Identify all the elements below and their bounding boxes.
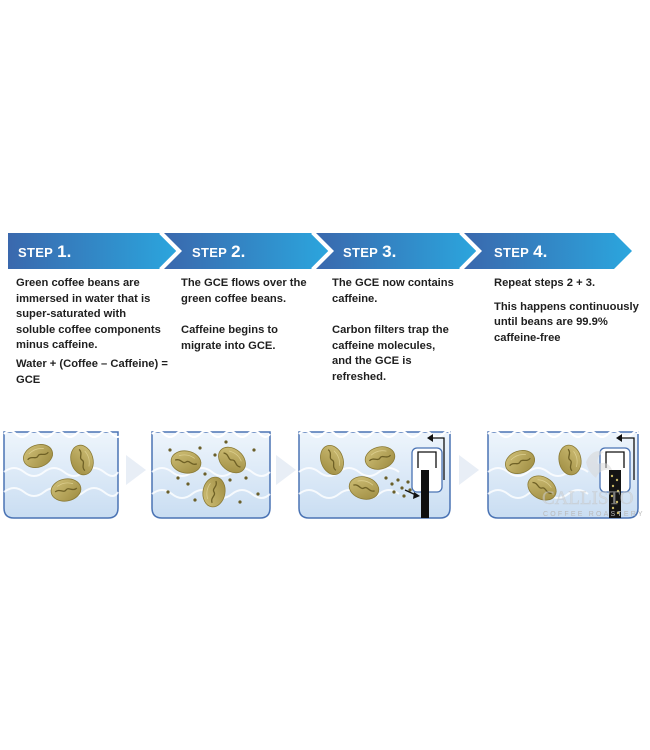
carbon-filter: [421, 470, 429, 518]
tank-2: [151, 430, 271, 519]
step-1-paragraph-1: Green coffee beans are immersed in water…: [16, 277, 161, 352]
tank-1: [3, 430, 123, 519]
carbon-filter: [609, 470, 621, 518]
step-3-word: STEP: [343, 245, 379, 260]
flow-arrow-icon: [427, 434, 433, 442]
tank-4: [487, 430, 639, 519]
logo-name: CALLISTO: [542, 488, 633, 509]
logo-tagline: COFFEE ROASTERY: [543, 511, 645, 518]
step-4-description: Repeat steps 2 + 3. This happens continu…: [494, 276, 644, 346]
step-2-chevron: [164, 233, 330, 269]
arrow-right-icon: [126, 455, 146, 485]
step-1-description: Green coffee beans are immersed in water…: [16, 276, 181, 388]
arrow-right-icon: [276, 455, 296, 485]
callisto-logo-watermark: CALLISTO: [542, 451, 634, 509]
process-illustration: CALLISTO: [3, 430, 639, 519]
step-3-paragraph-1: The GCE now contains caffeine.: [332, 277, 454, 305]
step-4-chevron: [464, 233, 632, 269]
step-1-number: 1.: [57, 242, 72, 261]
flow-arrow-icon: [616, 434, 622, 442]
trapped-caffeine-particles: [610, 474, 620, 515]
step-1-word: STEP: [18, 245, 54, 260]
arrow-right-icon: [459, 455, 479, 485]
step-2-description: The GCE flows over the green coffee bean…: [181, 276, 321, 354]
step-2-paragraph-1: The GCE flows over the green coffee bean…: [181, 277, 307, 305]
step-2-paragraph-2: Caffeine begins to migrate into GCE.: [181, 324, 278, 352]
step-banner: [8, 233, 632, 269]
step-1-paragraph-2: Water + (Coffee – Caffeine) = GCE: [16, 357, 168, 386]
step-4-paragraph-1: Repeat steps 2 + 3.: [494, 277, 596, 289]
tank-3: [298, 430, 451, 519]
step-4-paragraph-2: This happens continuously until beans ar…: [494, 300, 639, 344]
step-3-number: 3.: [382, 242, 397, 261]
step-3-paragraph-2: Carbon filters trap the caffeine molecul…: [332, 324, 449, 383]
step-3-chevron: [316, 233, 478, 269]
flow-arrow-icon: [413, 492, 420, 499]
step-1-chevron: [8, 233, 178, 269]
step-4-number: 4.: [533, 242, 548, 261]
step-2-word: STEP: [192, 245, 228, 260]
step-4-word: STEP: [494, 245, 530, 260]
step-3-description: The GCE now contains caffeine. Carbon fi…: [332, 276, 472, 386]
step-2-number: 2.: [231, 242, 246, 261]
